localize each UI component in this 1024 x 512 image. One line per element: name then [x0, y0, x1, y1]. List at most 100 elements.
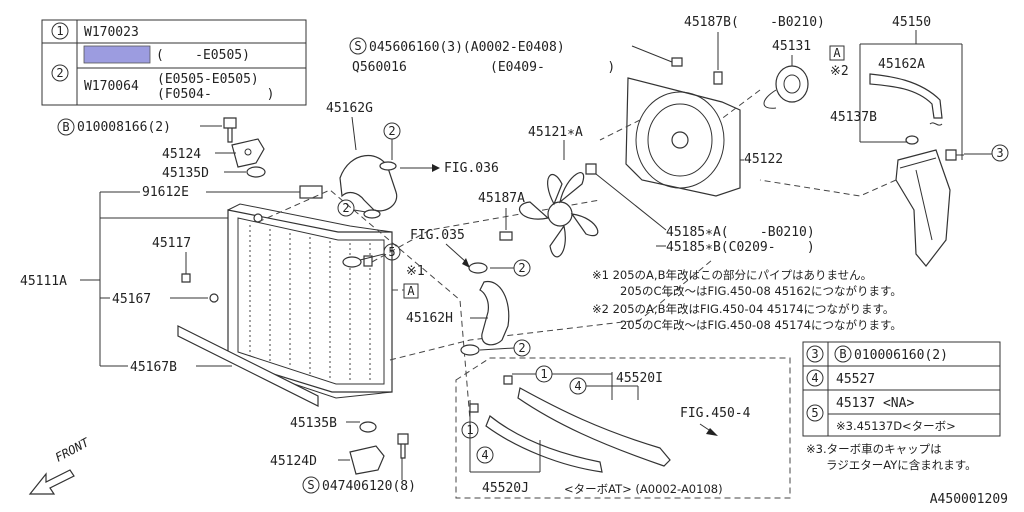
rtable-r5-value: 45137 <NA> [836, 396, 914, 411]
circle-4-b: 4 [481, 448, 488, 462]
table-row2-range1: (E0505-E0505) [157, 72, 259, 87]
label-45187a: 45187A [478, 191, 525, 206]
lower-mount: 45135B 45124D S 047406120(8) [270, 416, 416, 494]
screw-top-callout: S 045606160(3)(A0002-E0408) Q560016 (E04… [349, 37, 683, 75]
label-45121a: 45121∗A [528, 125, 583, 140]
label-45162a: 45162A [878, 57, 925, 72]
label-45117: 45117 [152, 236, 191, 251]
note-2a: ※2 205のA,B年改はFIG.450-04 45174につながります。 [592, 302, 894, 316]
table-row2-number: 2 [56, 66, 63, 80]
bolt-icon [223, 117, 237, 143]
note-2b: 205のC年改～はFIG.450-08 45174につながります。 [620, 318, 902, 332]
label-45135d: 45135D [162, 166, 209, 181]
circle-5: 5 [388, 245, 395, 259]
label-fig036: FIG.036 [444, 161, 499, 176]
highlight-swatch [83, 45, 151, 64]
shroud-bolt-icon [585, 163, 597, 175]
circle-2-c: 2 [518, 261, 525, 275]
screw-top-code2: Q560016 [352, 60, 407, 75]
radiator-cap-icon [342, 256, 362, 268]
table-row2-range2: (F0504- ) [157, 87, 274, 102]
label-45137b: 45137B [830, 110, 877, 125]
rtable-r3-mark: B [839, 347, 846, 361]
rtable-r5-value2: ※3.45137D<ターボ> [836, 419, 956, 433]
fan-45121: 45121∗A 45187A [478, 125, 599, 258]
reservoir-45150: 45150 A ※2 45162A 45137B 3 [759, 15, 1009, 267]
circle-2-b: 2 [342, 201, 349, 215]
table-row2-paren: ( -E0505) [156, 48, 250, 63]
motor-45131: 45131 [719, 39, 811, 121]
label-45135b: 45135B [290, 416, 337, 431]
screw-top-range2: (E0409- ) [490, 60, 615, 75]
radiator-assembly: 91612E 45117 45111A 45167 [20, 185, 425, 407]
rtable-r3-num: 3 [811, 347, 818, 361]
upper-hose-45162g: 45162G 2 FIG.036 2 [326, 101, 499, 219]
label-45185a: 45185∗A( -B0210) [666, 225, 815, 240]
circle-1-a: 1 [540, 367, 547, 381]
bolt-top-mark: B [62, 120, 69, 134]
label-45187b: 45187B( -B0210) [684, 15, 825, 30]
front-arrow-icon [28, 469, 75, 495]
label-45167: 45167 [112, 292, 151, 307]
radiator-fins [249, 225, 371, 382]
screw-top-icon [671, 57, 683, 67]
circle-2-a: 2 [388, 124, 395, 138]
label-45111a: 45111A [20, 274, 67, 289]
label-45520j: 45520J [482, 481, 529, 496]
footnotes: ※1 205のA,B年改はこの部分にパイプはありません。 205のC年改～はFI… [592, 268, 977, 472]
table-row2-value: W170064 [84, 79, 139, 94]
grommet-45135d: 45135D [162, 166, 266, 181]
nut-icon [499, 231, 513, 241]
turbo-at-pipes: 45520I 1 4 1 4 45520J <ターボAT> (A0002-A01… [455, 357, 791, 499]
clip-45187b: 45187B( -B0210) [684, 15, 825, 85]
label-45167b: 45167B [130, 360, 177, 375]
label-45131: 45131 [772, 39, 811, 54]
rtable-r4-value: 45527 [836, 372, 875, 387]
label-45124d: 45124D [270, 454, 317, 469]
label-fig450-4: FIG.450-4 [680, 406, 751, 421]
note-1b: 205のC年改～はFIG.450-08 45162につながります。 [620, 284, 902, 298]
circle-2-d: 2 [518, 341, 525, 355]
bolt-top-callout: B 010008166(2) [57, 117, 237, 143]
screw-top-code: 045606160(3)(A0002-E0408) [369, 40, 565, 55]
label-star1: ※1 [406, 264, 425, 279]
top-left-table: 1 W170023 2 ( -E0505) W170064 (E0505-E05… [41, 19, 307, 106]
box-a-right: A [833, 46, 841, 60]
label-45162g: 45162G [326, 101, 373, 116]
note-1a: ※1 205のA,B年改はこの部分にパイプはありません。 [592, 268, 872, 282]
screw-bottom-code: 047406120(8) [322, 479, 416, 494]
box-a-left: A [407, 284, 415, 298]
screw-top-mark: S [354, 39, 361, 53]
lower-hose-45162h: FIG.035 2 45162H 2 [406, 228, 531, 357]
note-3b: ラジエターAYに含まれます。 [826, 458, 977, 472]
label-turbo-at: <ターボAT> (A0002-A0108) [564, 482, 723, 496]
circle-5-callout: 5 [359, 243, 401, 261]
rtable-r5-num: 5 [811, 406, 818, 420]
label-fig035: FIG.035 [410, 228, 465, 243]
shroud-45122: 45122 45185∗A( -B0210) 45185∗B(C0209- ) [585, 77, 815, 255]
label-45124-top: 45124 [162, 147, 201, 162]
label-star2: ※2 [830, 64, 849, 79]
label-45520i: 45520I [616, 371, 663, 386]
label-45122: 45122 [744, 152, 783, 167]
front-arrow: FRONT [28, 435, 92, 495]
screw-icon [397, 433, 409, 459]
circle-3-ref: 3 [996, 146, 1003, 160]
label-front: FRONT [53, 435, 92, 465]
label-45150: 45150 [892, 15, 931, 30]
label-45185b: 45185∗B(C0209- ) [666, 240, 815, 255]
label-45162h: 45162H [406, 311, 453, 326]
circle-4-a: 4 [574, 379, 581, 393]
label-91612e: 91612E [142, 185, 189, 200]
bolt-top-code: 010008166(2) [77, 120, 171, 135]
rtable-r3-value: 010006160(2) [854, 348, 948, 363]
bracket-45124: 45124 [162, 138, 265, 168]
catalog-id: A450001209 [930, 492, 1008, 507]
table-row1-value: W170023 [84, 25, 139, 40]
circle-1-b: 1 [466, 423, 473, 437]
reservoir-bolt-icon [945, 149, 957, 161]
screw-bottom-mark: S [307, 478, 314, 492]
note-3a: ※3.ターボ車のキャップは [806, 442, 942, 456]
rtable-r4-num: 4 [811, 371, 818, 385]
